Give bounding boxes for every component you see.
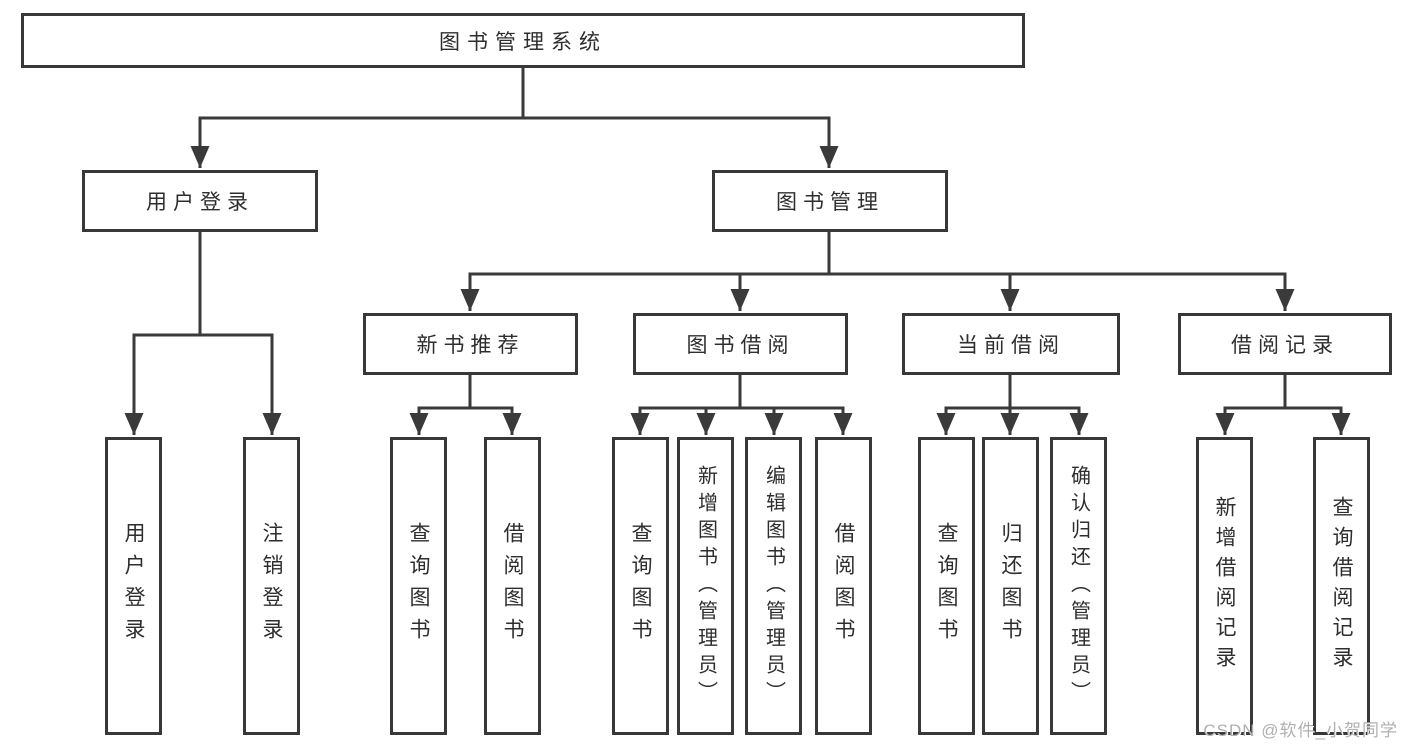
leaf-query-borrow-record: 查询借阅记录 [1313, 437, 1370, 735]
leaf-return-book: 归还图书 [982, 437, 1039, 735]
leaf-edit-book-admin: 编辑图书（管理员） [745, 437, 802, 735]
leaf-query-books-borrow: 查询图书 [612, 437, 669, 735]
node-book-management: 图书管理 [712, 170, 948, 232]
leaf-borrow-books-recommend: 借阅图书 [484, 437, 541, 735]
node-new-book-recommendation: 新书推荐 [363, 313, 578, 375]
node-user-login-branch: 用户登录 [82, 170, 318, 232]
leaf-add-borrow-record: 新增借阅记录 [1196, 437, 1253, 735]
leaf-borrow-books-borrow: 借阅图书 [815, 437, 872, 735]
leaf-user-login: 用户登录 [105, 437, 162, 735]
leaf-logout: 注销登录 [243, 437, 300, 735]
leaf-query-books-recommend: 查询图书 [390, 437, 447, 735]
csdn-watermark: CSDN @软件_小贺同学 [1203, 721, 1398, 740]
leaf-confirm-return-admin: 确认归还（管理员） [1050, 437, 1107, 735]
leaf-query-books-current: 查询图书 [918, 437, 975, 735]
node-current-borrowing: 当前借阅 [902, 313, 1120, 375]
node-library-management-system: 图书管理系统 [21, 13, 1025, 68]
leaf-add-book-admin: 新增图书（管理员） [677, 437, 734, 735]
node-book-borrowing: 图书借阅 [633, 313, 848, 375]
node-borrowing-records: 借阅记录 [1178, 313, 1392, 375]
